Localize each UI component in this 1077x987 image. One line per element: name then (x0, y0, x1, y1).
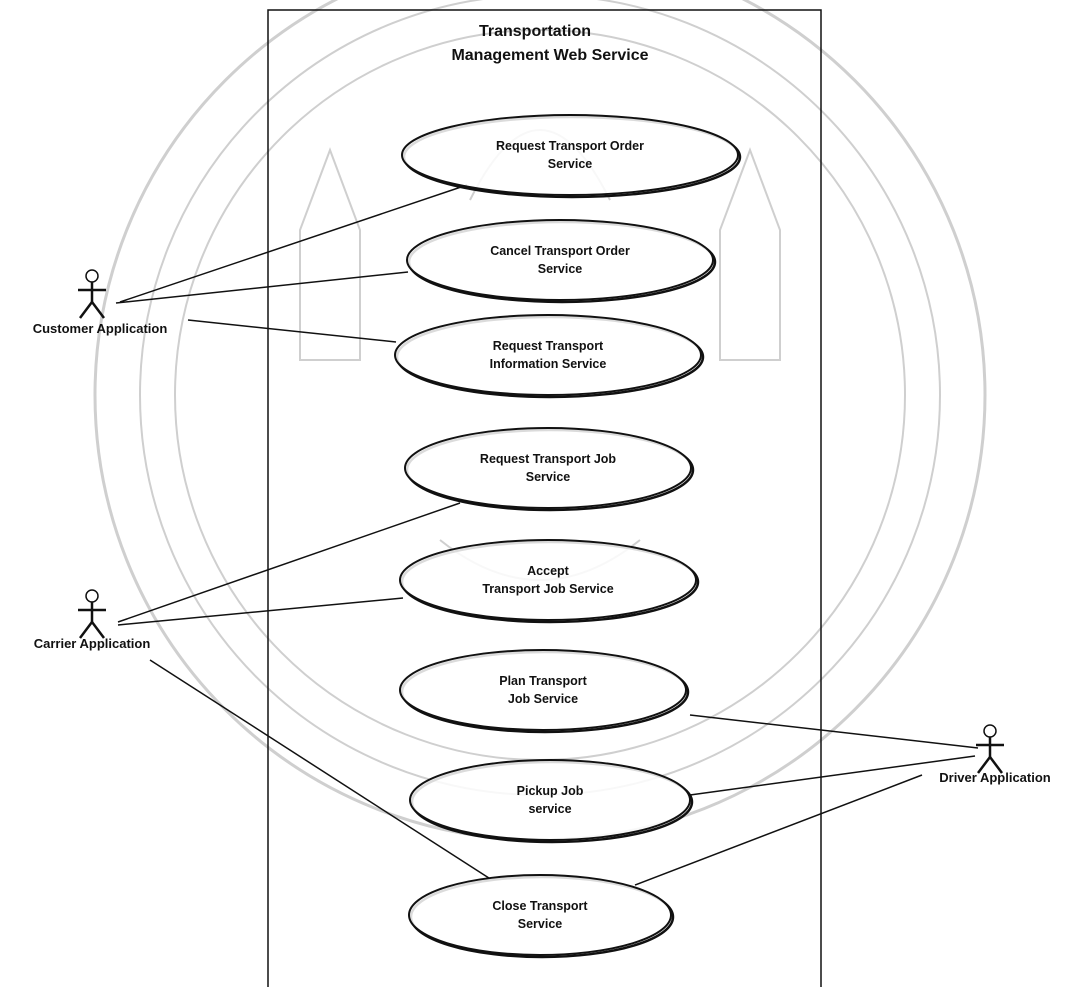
association-customer-uc2 (115, 271, 409, 304)
actor-driver[interactable]: Driver Application (939, 724, 1051, 785)
association-carrier-uc4 (117, 502, 461, 623)
use-case-label: Cancel Transport Order (490, 244, 630, 258)
use-case-label: service (528, 802, 571, 816)
use-case-label: Service (548, 157, 593, 171)
actor-label: Driver Application (939, 770, 1051, 785)
use-case-label: Accept (527, 564, 570, 578)
actor-stick-figure-icon (976, 724, 1004, 774)
use-case-ellipse (394, 314, 702, 396)
use-case-label: Request Transport Job (480, 452, 616, 466)
actor-label: Carrier Application (34, 636, 151, 651)
actor-stick-figure-icon (78, 269, 106, 319)
use-case-label: Service (538, 262, 583, 276)
association-customer-uc1 (119, 184, 468, 303)
use-case-label: Transport Job Service (482, 582, 613, 596)
associations (115, 184, 979, 886)
use-case-label: Request Transport (493, 339, 604, 353)
use-case-ellipse (404, 427, 692, 509)
actor-label: Customer Application (33, 321, 168, 336)
use-case-label: Close Transport (492, 899, 588, 913)
use-case-label: Plan Transport (499, 674, 587, 688)
association-carrier-uc8 (149, 659, 493, 881)
association-customer-uc3 (187, 319, 397, 343)
actor-customer[interactable]: Customer Application (33, 269, 168, 336)
use-case-label: Pickup Job (517, 784, 584, 798)
system-title-line-2: Management Web Service (451, 47, 648, 64)
use-case-label: Service (518, 917, 563, 931)
use-case-label: Service (526, 470, 571, 484)
use-case-label: Job Service (508, 692, 578, 706)
actor-stick-figure-icon (78, 589, 106, 639)
use-case-ellipse (406, 219, 714, 301)
use-case-ellipse (409, 759, 691, 841)
system-title-line-1: Transportation (479, 23, 591, 40)
association-carrier-uc5 (117, 597, 404, 626)
use-case-ellipse (399, 649, 687, 731)
use-case-ellipse (401, 114, 739, 196)
actor-carrier[interactable]: Carrier Application (34, 589, 151, 651)
association-driver-uc8 (634, 774, 923, 886)
association-driver-uc7 (689, 755, 976, 796)
use-case-label: Request Transport Order (496, 139, 644, 153)
use-case-label: Information Service (490, 357, 607, 371)
use-case-ellipse (399, 539, 697, 621)
use-case-uc7[interactable]: Pickup Job service (409, 759, 694, 844)
use-case-ellipse (408, 874, 672, 956)
system-boundary (267, 9, 822, 987)
association-driver-uc6 (689, 714, 979, 749)
